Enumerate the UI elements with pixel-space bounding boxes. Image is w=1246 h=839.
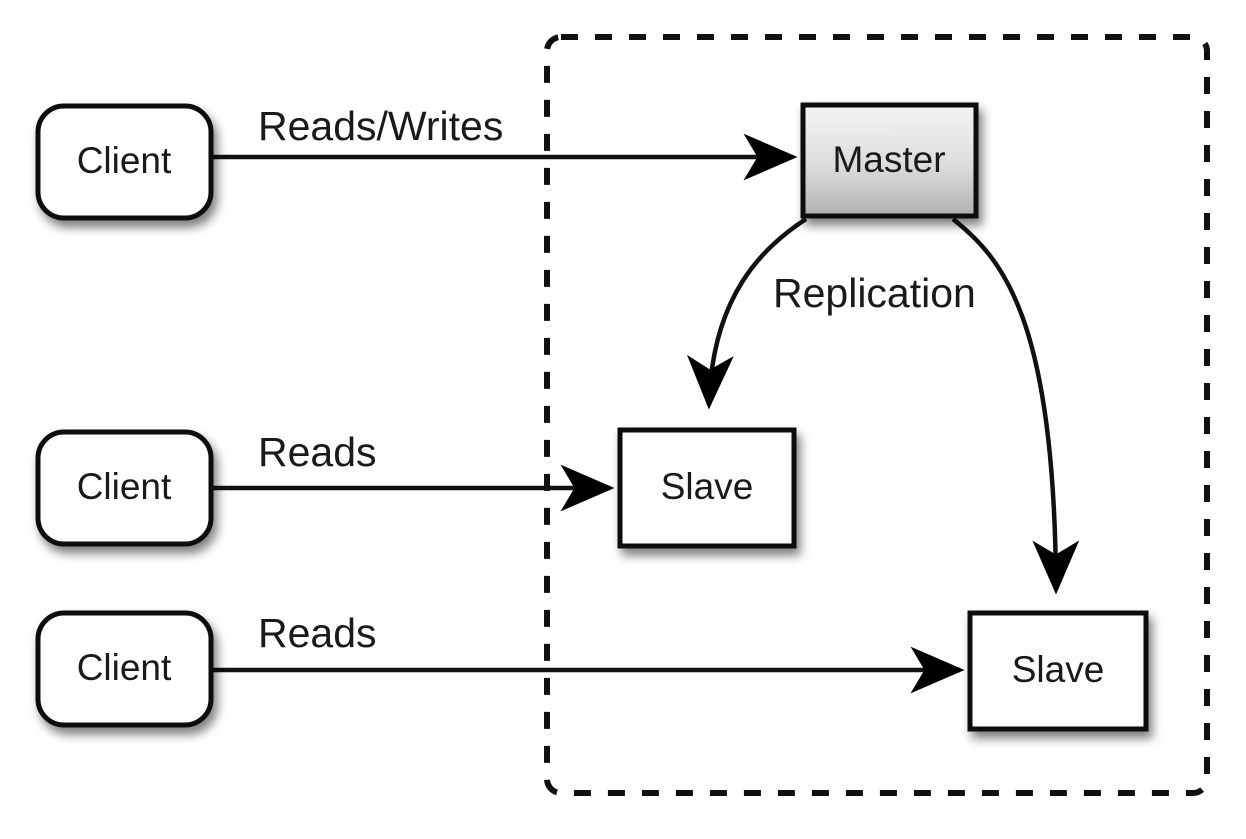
edge-curve <box>686 217 808 410</box>
edge-label-reads-slave1: Reads <box>258 429 377 475</box>
edge-master-slave2 <box>951 217 1080 595</box>
node-shape <box>800 102 979 219</box>
node-client2[interactable] <box>35 429 214 547</box>
node-client1[interactable] <box>35 103 214 221</box>
node-master[interactable] <box>800 102 979 219</box>
node-client3[interactable] <box>35 610 214 728</box>
edge-label-reads-writes: Reads/Writes <box>258 103 503 149</box>
node-shape <box>35 429 214 547</box>
node-client2-label: Client <box>77 466 172 507</box>
edge-label-reads-slave2: Reads <box>258 610 377 656</box>
node-slave2-label: Slave <box>1012 649 1105 690</box>
node-master-label: Master <box>832 139 945 180</box>
node-shape <box>967 610 1149 732</box>
edge-label-replication: Replication <box>773 270 976 316</box>
node-slave1[interactable] <box>617 427 797 549</box>
edge-curve <box>951 217 1080 595</box>
edge-master-slave1 <box>686 217 808 410</box>
node-slave1-label: Slave <box>661 466 754 507</box>
node-shape <box>35 610 214 728</box>
node-slave2[interactable] <box>967 610 1149 732</box>
node-shape <box>617 427 797 549</box>
node-client1-label: Client <box>77 140 172 181</box>
node-client3-label: Client <box>77 647 172 688</box>
node-shape <box>35 103 214 221</box>
replicated-cluster-boundary <box>544 34 1210 796</box>
